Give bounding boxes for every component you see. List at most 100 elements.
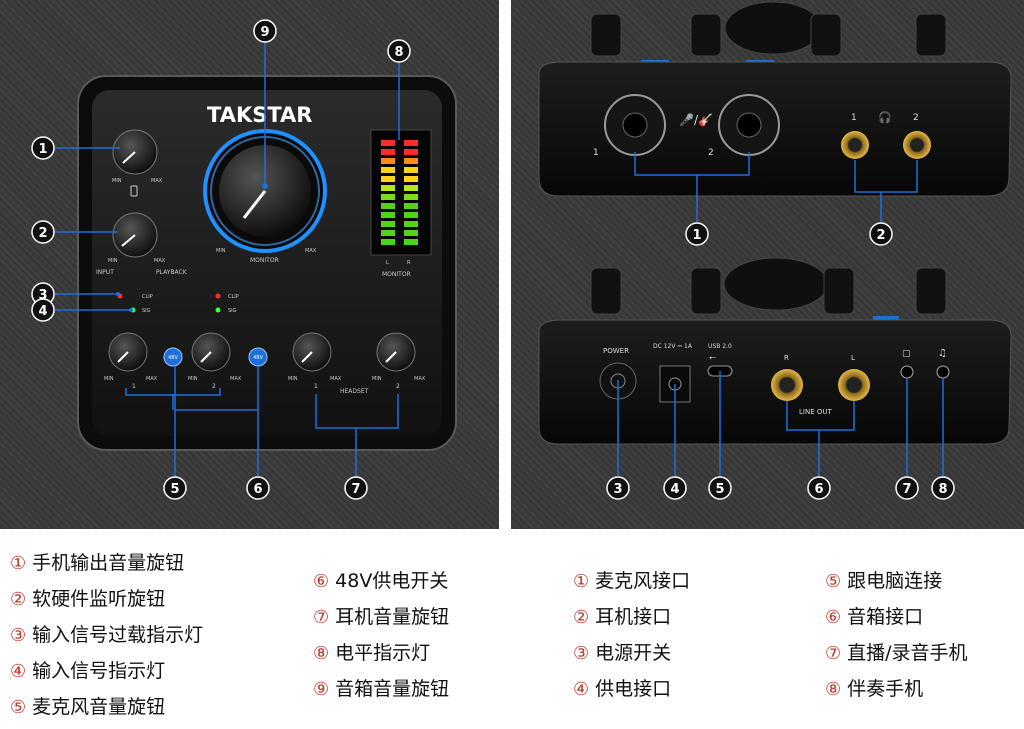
mic-input-2[interactable] <box>718 94 780 156</box>
level-meter <box>370 129 432 256</box>
svg-text:5: 5 <box>170 482 179 497</box>
headphone-jack-1[interactable] <box>841 131 869 159</box>
svg-text:1: 1 <box>38 142 47 157</box>
svg-text:6: 6 <box>814 482 823 497</box>
callout-7: 7 <box>344 476 368 500</box>
svg-text:SIG: SIG <box>228 308 237 314</box>
callout-1: 1 <box>685 222 709 246</box>
callout-4: 4 <box>31 298 55 322</box>
svg-text:INPUT: INPUT <box>96 269 114 276</box>
svg-text:LINE OUT: LINE OUT <box>799 408 832 416</box>
meter-segment-r <box>404 212 418 218</box>
headphone-jack-2[interactable] <box>903 131 931 159</box>
phantom-48v-button-1[interactable] <box>163 347 183 367</box>
phone-record-icon: ▢ <box>902 349 911 359</box>
meter-segment-l <box>381 230 395 236</box>
svg-text:POWER: POWER <box>603 347 629 355</box>
svg-text:CLIP: CLIP <box>228 294 239 300</box>
meter-segment-r <box>404 230 418 236</box>
svg-text:MIN: MIN <box>104 376 114 382</box>
mic-guitar-icon: 🎤/🎸 <box>679 112 713 127</box>
headset-volume-knob-2[interactable] <box>376 332 416 372</box>
callout-7: 7 <box>895 476 919 500</box>
svg-text:2: 2 <box>708 148 714 158</box>
mic-volume-knob-2[interactable] <box>191 332 231 372</box>
music-note-icon: ♫ <box>938 348 947 359</box>
legend-number: ⑦ <box>825 643 842 664</box>
legend-text: 耳机音量旋钮 <box>335 606 450 628</box>
svg-text:2: 2 <box>876 228 885 243</box>
legend-text: 麦克风接口 <box>595 570 691 592</box>
legend-text: 48V供电开关 <box>335 570 449 592</box>
clip-led-2 <box>215 293 221 299</box>
meter-segment-r <box>404 194 418 200</box>
legend-text: 直播/录音手机 <box>847 642 968 664</box>
meter-segment-r <box>404 185 418 191</box>
legend-number: ① <box>573 571 590 592</box>
mic-volume-knob-1[interactable] <box>108 332 148 372</box>
meter-segment-l <box>381 239 395 245</box>
phone-jack-record[interactable] <box>900 365 914 379</box>
svg-text:3: 3 <box>613 482 622 497</box>
side-view-panel: 1 2 🎤/🎸 1 🎧 2 POWER DC 12V ⎓ <box>511 0 1024 529</box>
svg-text:L: L <box>386 260 389 266</box>
front-view: 1 2 🎤/🎸 1 🎧 2 <box>538 1 1012 222</box>
legend-number: ③ <box>573 643 590 664</box>
svg-text:48V: 48V <box>253 355 263 361</box>
svg-text:MIN: MIN <box>108 258 118 264</box>
legend-text: 输入信号指示灯 <box>32 660 166 682</box>
callout-3: 3 <box>606 476 630 500</box>
usb-icon: ⭠ <box>709 353 716 363</box>
callout-5: 5 <box>708 476 732 500</box>
line-out-l[interactable] <box>838 369 870 401</box>
legend-text: 跟电脑连接 <box>847 570 943 592</box>
meter-segment-l <box>381 140 395 146</box>
legend-number: ⑥ <box>313 571 330 592</box>
svg-text:MAX: MAX <box>154 258 166 264</box>
svg-text:2: 2 <box>913 113 919 123</box>
svg-text:MAX: MAX <box>330 376 342 382</box>
svg-text:2: 2 <box>38 226 47 241</box>
meter-segment-l <box>381 158 395 164</box>
mic-input-1[interactable] <box>604 94 666 156</box>
callout-8: 8 <box>387 39 411 63</box>
svg-text:USB 2.0: USB 2.0 <box>708 343 732 350</box>
headset-volume-knob-1[interactable] <box>292 332 332 372</box>
legend-text: 音箱接口 <box>847 606 924 628</box>
svg-text:6: 6 <box>253 482 262 497</box>
meter-segment-r <box>404 149 418 155</box>
callout-6: 6 <box>246 476 270 500</box>
callout-1: 1 <box>31 136 55 160</box>
back-view: POWER DC 12V ⎓ 1A USB 2.0 ⭠ R L LINE OUT… <box>538 257 1012 476</box>
phone-volume-knob[interactable] <box>112 129 158 175</box>
monitor-mix-knob[interactable] <box>112 212 158 258</box>
svg-text:MAX: MAX <box>151 178 163 184</box>
line-out-r[interactable] <box>771 369 803 401</box>
phone-jack-accompaniment[interactable] <box>936 365 950 379</box>
meter-segment-l <box>381 203 395 209</box>
meter-segment-l <box>381 176 395 182</box>
legend-number: ⑤ <box>10 697 27 718</box>
svg-text:1: 1 <box>692 228 701 243</box>
svg-text:MIN: MIN <box>188 376 198 382</box>
callout-2: 2 <box>31 220 55 244</box>
svg-text:48V: 48V <box>168 355 178 361</box>
svg-text:HEADSET: HEADSET <box>340 388 369 395</box>
legend-number: ③ <box>10 625 27 646</box>
meter-segment-r <box>404 176 418 182</box>
